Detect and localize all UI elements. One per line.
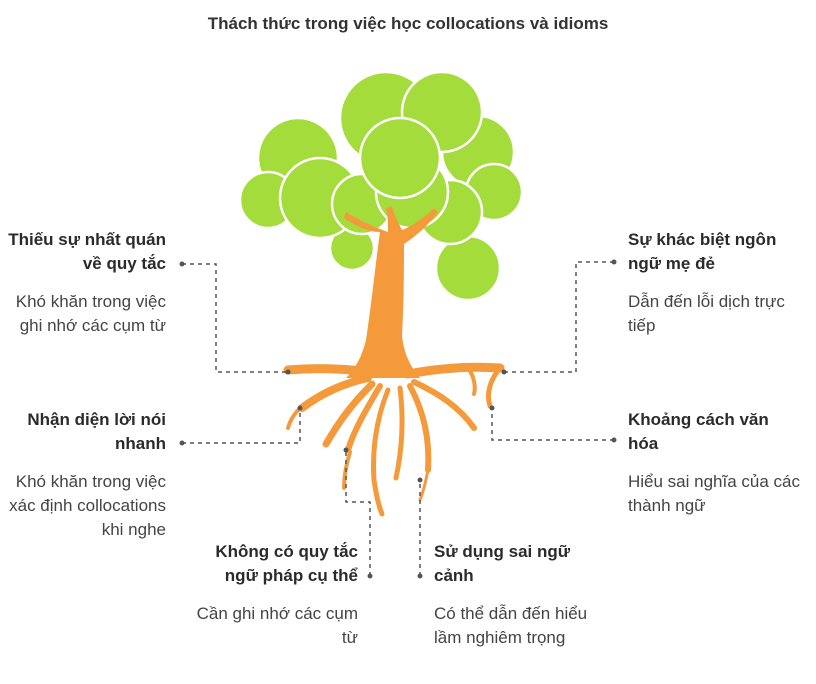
root [411, 379, 477, 431]
challenge-description: Dẫn đến lỗi dịch trực tiếp [628, 292, 785, 335]
root [342, 450, 352, 490]
challenge-wrong-context: Sử dụng sai ngữ cảnh Có thể dẫn đến hiểu… [434, 540, 594, 650]
challenge-description: Có thể dẫn đến hiểu lầm nghiêm trọng [434, 604, 588, 647]
challenge-inconsistent-rules: Thiếu sự nhất quán về quy tắc Khó khăn t… [8, 228, 166, 338]
connector-dot [367, 573, 373, 579]
challenge-cultural-gap: Khoảng cách văn hóa Hiểu sai nghĩa của c… [628, 408, 800, 518]
canopy-blob [358, 116, 442, 200]
connector-line [504, 261, 614, 373]
connectors [182, 261, 614, 576]
root [298, 374, 372, 412]
connector-dot [285, 369, 291, 375]
connector-dot [417, 477, 423, 483]
connector-line [491, 408, 614, 441]
connector-dot [179, 261, 185, 267]
connector-dot [179, 440, 185, 446]
root [485, 365, 503, 409]
challenge-description: Khó khăn trong việc xác định collocation… [9, 472, 166, 539]
root [403, 362, 505, 379]
connector-dot [343, 447, 349, 453]
connector-line [345, 450, 371, 576]
challenge-heading: Khoảng cách văn hóa [628, 410, 769, 453]
challenge-description: Cần ghi nhớ các cụm từ [196, 604, 358, 647]
connector-dot [501, 369, 507, 375]
connector-dot [417, 573, 423, 579]
challenge-heading: Thiếu sự nhất quán về quy tắc [8, 230, 166, 273]
challenge-heading: Nhận diện lời nói nhanh [27, 410, 166, 453]
challenge-description: Khó khăn trong việc ghi nhớ các cụm từ [15, 292, 166, 335]
root [466, 366, 477, 396]
connector-dot [611, 259, 617, 265]
canopy-blob [434, 234, 502, 302]
challenge-fast-speech: Nhận diện lời nói nhanh Khó khăn trong v… [6, 408, 166, 542]
root [322, 380, 376, 448]
connector-line [182, 408, 301, 444]
tree-roots [283, 362, 505, 517]
root [283, 364, 377, 377]
challenge-heading: Sự khác biệt ngôn ngữ mẹ đẻ [628, 230, 777, 273]
connector-dot [297, 405, 303, 411]
challenge-heading: Không có quy tắc ngữ pháp cụ thể [215, 542, 358, 585]
root [345, 383, 383, 453]
connector-dot [611, 437, 617, 443]
challenge-no-grammar-rules: Không có quy tắc ngữ pháp cụ thể Cần ghi… [196, 540, 358, 650]
challenge-description: Hiểu sai nghĩa của các thành ngữ [628, 472, 800, 515]
root [407, 383, 432, 473]
connector-dot [489, 405, 495, 411]
diagram-title: Thách thức trong việc học collocations v… [207, 14, 609, 33]
connector-dots [179, 259, 617, 579]
root [418, 468, 430, 502]
root [371, 387, 391, 517]
root [393, 385, 405, 481]
tree-canopy [238, 70, 524, 302]
challenge-heading: Sử dụng sai ngữ cảnh [434, 542, 571, 585]
connector-line [182, 263, 288, 373]
root [286, 406, 302, 430]
challenge-native-language: Sự khác biệt ngôn ngữ mẹ đẻ Dẫn đến lỗi … [628, 228, 800, 338]
tree-trunk [344, 206, 438, 378]
